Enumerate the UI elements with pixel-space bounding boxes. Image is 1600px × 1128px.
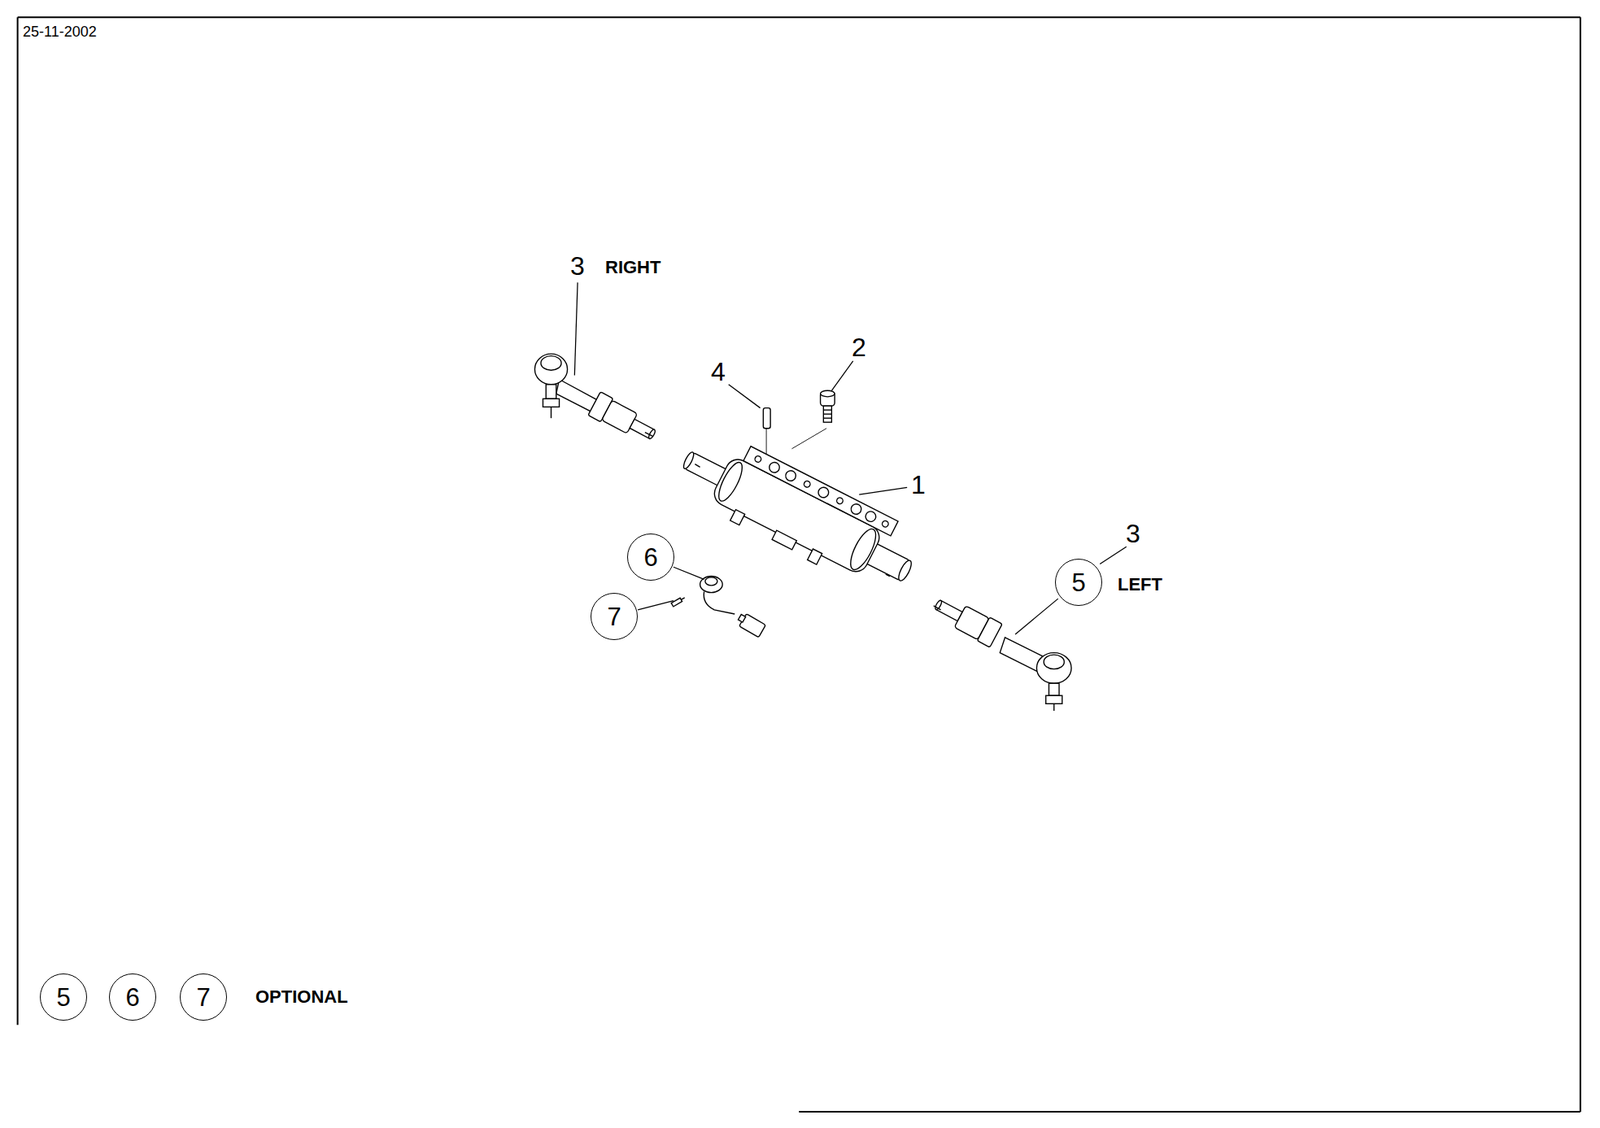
sensor bbox=[671, 576, 766, 638]
side-label: LEFT bbox=[1117, 575, 1163, 594]
callout-number: 5 bbox=[56, 985, 70, 1011]
callout-circle: 6 bbox=[108, 973, 157, 1021]
callout-number: 3 bbox=[1125, 520, 1141, 547]
callout-number: 1 bbox=[911, 471, 926, 498]
callout-number: 4 bbox=[710, 358, 726, 385]
callout-number: 6 bbox=[125, 985, 140, 1011]
callout-circle: 6 bbox=[627, 533, 675, 581]
tie-rod-end-right bbox=[534, 353, 660, 447]
tie-rod-end-left bbox=[930, 592, 1072, 711]
side-label: RIGHT bbox=[605, 258, 661, 277]
bolt bbox=[791, 390, 835, 449]
callout-circle: 7 bbox=[590, 592, 638, 641]
callout-number: 7 bbox=[606, 604, 621, 630]
callout-circle: 5 bbox=[1055, 558, 1103, 606]
pin bbox=[762, 408, 771, 454]
callout-number: 6 bbox=[643, 544, 658, 571]
callout-number: 3 bbox=[570, 252, 585, 280]
note-text: OPTIONAL bbox=[255, 988, 349, 1007]
callout-circle: 5 bbox=[39, 973, 88, 1021]
callout-number: 7 bbox=[196, 985, 210, 1011]
callout-circle: 7 bbox=[179, 973, 227, 1021]
leader-lines bbox=[574, 282, 1126, 635]
callout-number: 5 bbox=[1071, 570, 1086, 596]
date-stamp: 25-11-2002 bbox=[22, 24, 97, 40]
callout-number: 2 bbox=[851, 334, 867, 361]
axis-mark bbox=[885, 574, 890, 577]
drawing-frame bbox=[17, 17, 1581, 1112]
steering-cylinder bbox=[670, 422, 928, 604]
axis-mark bbox=[694, 464, 700, 468]
